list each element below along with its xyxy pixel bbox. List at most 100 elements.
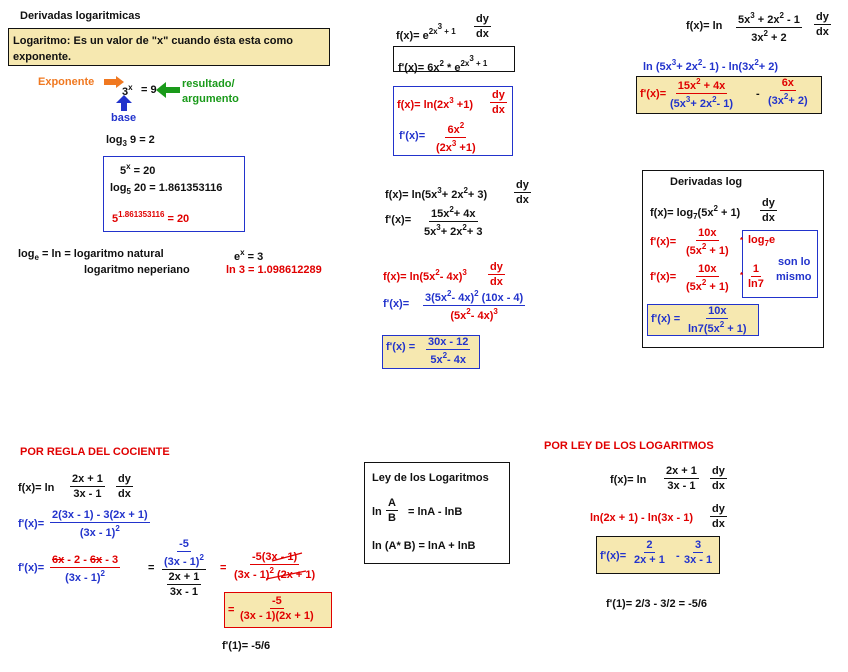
box1-line1: 5x = 20 [120,162,156,177]
definition-box: Logaritmo: Es un valor de "x" cuando ést… [8,28,330,66]
cociente-frac4: -5(3x - 1)(3x - 1)2 (2x + 1) [234,551,316,581]
right1-frac1: 15x2 + 4x(5x3+ 2x2- 1) [670,77,734,110]
log3-line: log3 9 = 2 [106,134,155,148]
cociente-f: f(x)= ln [18,482,55,494]
right1-blue-line: ln (5x3+ 2x2- 1) - ln(3x2+ 2) [643,58,779,73]
blue-arrow-icon [116,95,132,111]
cociente-frac1: 2(3x - 1) - 3(2x + 1)(3x - 1)2 [50,509,150,539]
exp-base: 3x [122,83,133,98]
mid3-f: f(x)= ln(5x3+ 2x2+ 3) [385,186,488,201]
cociente-fp1-label: f'(x)= [18,518,45,530]
exp-result: = 9 [141,84,157,96]
ln3-value: ln 3 = 1.098612289 [226,264,322,276]
right2-frac1: 10x(5x2 + 1) [686,227,729,257]
right2-star1: * [740,236,744,245]
log5-box [103,156,245,232]
definition-text: Logaritmo: Es un valor de "x" cuando ést… [13,35,293,63]
cociente-answer-box [224,592,332,628]
leyes-eval: f'(1)= 2/3 - 3/2 = -5/6 [606,598,708,610]
mid3-fprime-label: f'(x)= [385,214,412,226]
mid4-fprime-label: f'(x)= [383,298,410,310]
label-base: base [111,112,137,124]
orange-arrow-icon [104,76,124,88]
right1-frac2: 6x(3x2+ 2) [768,77,808,107]
ley-rule1: = lnA - lnB [408,506,463,518]
mid2-fraction: 6x2(2x3 +1) [436,121,476,154]
right2-frac2: 10x(5x2 + 1) [686,263,729,293]
label-resultado: resultado/ [182,78,235,90]
right2-answer-box [647,304,759,336]
cociente-eq3: = [228,604,235,616]
right2-fp1-label: f'(x)= [650,236,677,248]
cociente-eval: f'(1)= -5/6 [222,640,271,652]
box1-line2: log5 20 = 1.861353116 [110,182,223,196]
right2-log7e: log7e [748,234,776,248]
cociente-fp2-label: f'(x)= [18,562,45,574]
leyes-f: f(x)= ln [610,474,647,486]
ex-equation: ex = 3 [234,248,264,263]
box1-line3: 51.861353116 = 20 [112,210,190,225]
leyes-answer-box [596,536,720,574]
leyes-minus: - [676,550,680,562]
right2-star2: * [740,271,744,280]
mid2-fprime-label: f'(x)= [399,130,426,142]
ley-ln1: ln [372,506,382,518]
cociente-eq1: = [148,562,155,574]
ln-neperiano: logaritmo neperiano [84,264,190,276]
ley-title: Ley de los Logaritmos [372,472,489,484]
mismo-label: mismo [776,271,812,283]
label-exponente: Exponente [38,76,95,88]
cociente-answer-fraction: -5(3x - 1)(2x + 1) [240,595,314,622]
cociente-frac2: 6x - 2 - 6x - 3(3x - 1)2 [50,554,121,584]
right1-answer-box [636,76,822,114]
mid1-f: f(x)= e2x3 + 1 [396,22,456,42]
mid4-answer-box [382,335,480,369]
son-lo-label: son lo [778,256,811,268]
mid4-f: f(x)= ln(5x2- 4x)3 [383,268,467,283]
son-lo-mismo-box [742,230,818,298]
ley-logaritmos-box [364,462,510,564]
green-arrow-icon [156,82,180,98]
cociente-eq2: = [220,562,227,574]
leyes-fprime-label: f'(x)= [600,550,627,562]
label-argumento: argumento [182,93,239,105]
cancel-strike-icon [266,552,307,580]
right1-f: f(x)= ln [686,20,723,32]
cociente-title: POR REGLA DEL COCIENTE [20,446,170,458]
leyes-title: POR LEY DE LOS LOGARITMOS [544,440,714,452]
ln-def-line: loge = ln = logaritmo natural [18,248,164,262]
mid4-answer-label: f'(x) = [386,341,416,353]
mid1-fprime: f'(x)= 6x2 * e2x3 + 1 [398,54,488,74]
mid4-fraction: 3(5x2- 4x)2 (10x - 4)(5x2- 4x)3 [423,289,526,322]
right1-minus: - [756,88,760,100]
leyes-red-line: ln(2x + 1) - ln(3x - 1) [590,512,693,524]
page-title: Derivadas logaritmicas [20,10,141,22]
right2-f: f(x)= log7(5x2 + 1) [650,204,741,221]
derivadas-log-box [642,170,824,348]
mid2-box [393,86,513,156]
mid2-f: f(x)= ln(2x3 +1) [397,96,473,111]
right1-fprime-label: f'(x)= [640,88,667,100]
ley-rule2: ln (A* B) = lnA + lnB [372,540,476,552]
derivadas-log-title: Derivadas log [670,176,743,188]
